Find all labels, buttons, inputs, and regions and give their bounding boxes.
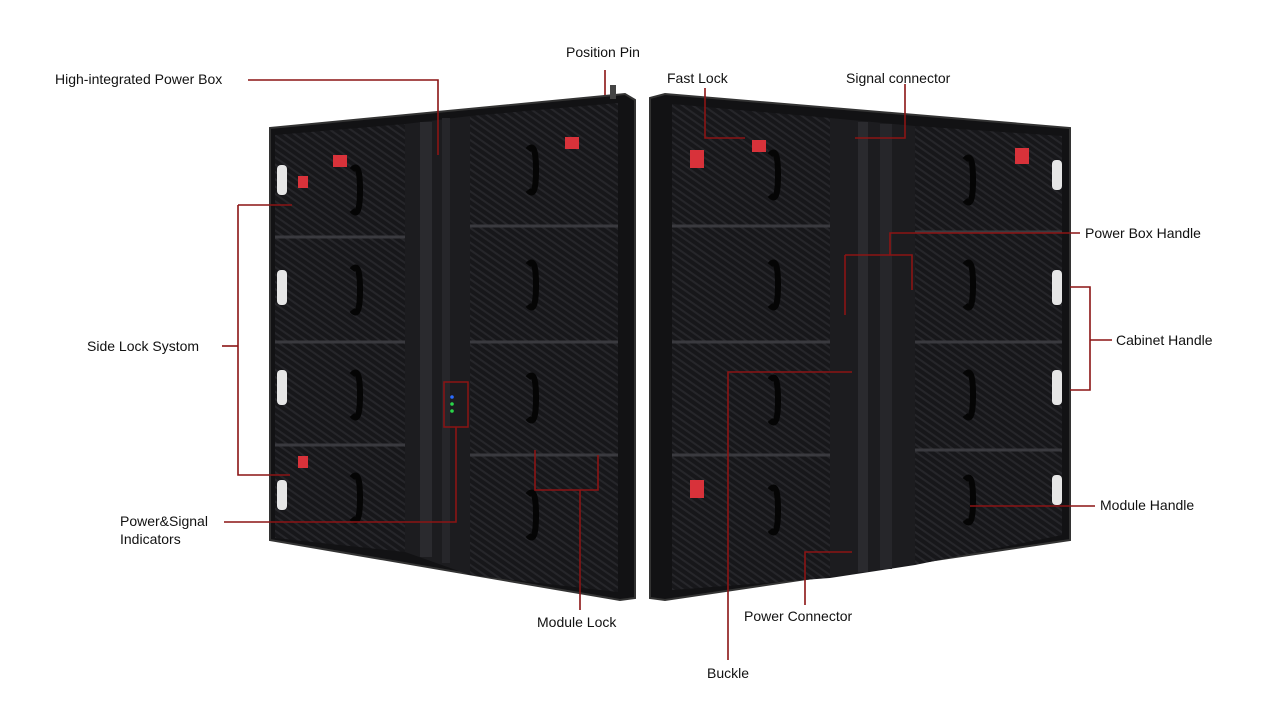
label-power-connector: Power Connector: [744, 608, 853, 624]
label-buckle: Buckle: [707, 665, 750, 681]
label-signal-connector: Signal connector: [846, 70, 951, 86]
leader-lines: [222, 70, 1112, 660]
label-cabinet-handle: Cabinet Handle: [1116, 332, 1213, 348]
label-fast-lock: Fast Lock: [667, 70, 728, 86]
label-indicators-line2: Indicators: [120, 531, 181, 547]
label-side-lock: Side Lock Systom: [87, 338, 200, 354]
label-indicators-line1: Power&Signal: [120, 513, 208, 529]
left-cabinet: [269, 85, 636, 602]
label-power-box: High-integrated Power Box: [55, 71, 223, 87]
right-cabinet: [649, 92, 1071, 602]
label-position-pin: Position Pin: [566, 44, 640, 60]
label-module-handle: Module Handle: [1100, 497, 1195, 513]
label-module-lock: Module Lock: [537, 614, 617, 630]
label-power-box-handle: Power Box Handle: [1085, 225, 1201, 241]
